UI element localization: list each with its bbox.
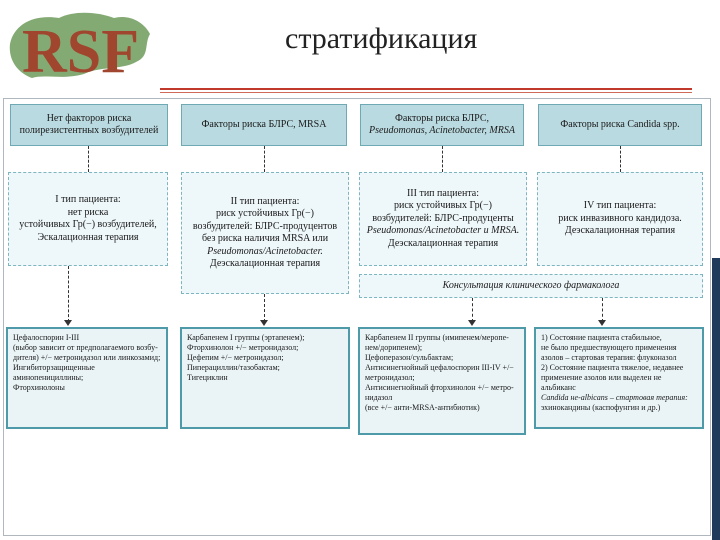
arrow-down-icon <box>468 320 476 326</box>
patient-type-1-line: Эскалационная терапия <box>37 231 139 243</box>
therapy-type-2-line: Цефепим +/− метронидазол; <box>187 353 284 362</box>
title-rule <box>160 88 692 90</box>
risk-none-line1: Нет факторов риска <box>46 112 132 124</box>
patient-type-1-box: I тип пациента: нет риска устойчивых Гр(… <box>8 172 168 266</box>
patient-type-4-line: IV тип пациента: <box>583 200 657 212</box>
patient-type-2-line: II тип пациента: <box>230 195 300 207</box>
rsf-logo: RSF <box>9 12 150 86</box>
therapy-type-3-line: метронидазол; <box>365 373 415 382</box>
therapy-type-3-line: Антисинегнойный цефалоспорин III-IV +/− <box>365 363 514 372</box>
patient-type-4-line: риск инвазивного кандидоза. <box>558 212 682 224</box>
logo-text: RSF <box>22 18 139 86</box>
therapy-type-1-line: Ингибиторзащищенные аминопенициллины; <box>13 363 95 382</box>
patient-type-3-line: Pseudomonas/Acinetobacter и MRSA. <box>366 225 520 237</box>
connector-line <box>472 298 473 322</box>
patient-type-2-line: без риска наличия MRSA или <box>201 233 329 244</box>
pharmacologist-consult-text: Консультация клинического фармаколога <box>442 279 620 291</box>
risk-esbl-pseudomonas-box: Факторы риска БЛРС, Pseudomonas, Acineto… <box>360 104 524 146</box>
patient-type-3-line: риск устойчивых Гр(−) <box>394 200 492 212</box>
therapy-type-1-line: дителя) +/− метронидазол или линкозамид; <box>13 353 161 362</box>
arrow-down-icon <box>260 320 268 326</box>
patient-type-1-line: устойчивых Гр(−) возбудителей, <box>19 219 157 230</box>
therapy-type-4-line: эхинокандины (каспофунгин и др.) <box>541 403 661 412</box>
patient-type-2-line: риск устойчивых Гр(−) <box>216 208 314 219</box>
therapy-type-4-line: применение азолов или выделен не альбика… <box>541 373 662 392</box>
therapy-type-3-line: Карбапенем II группы (имипенем/меропе- <box>365 333 509 342</box>
therapy-type-4-line: Candida не-albicans – стартовая терапия: <box>541 393 688 402</box>
therapy-type-3-line: Антисинегнойный фторхинолон +/− метро- <box>365 383 514 392</box>
risk-esbl-pseudomonas-line1: Факторы риска БЛРС, <box>394 112 490 124</box>
connector-line <box>88 146 89 172</box>
side-accent-bar <box>712 258 720 540</box>
therapy-type-3-line: Цефоперазон/сульбактам; <box>365 353 454 362</box>
therapy-type-2-line: Карбапенем I группы (эртапенем); <box>187 333 305 342</box>
therapy-type-2-line: Пиперациллин/тазобактам; <box>187 363 280 372</box>
therapy-type-3-box: Карбапенем II группы (имипенем/меропе- н… <box>358 327 526 435</box>
therapy-type-4-line: не было предшествующего применения <box>541 343 677 352</box>
therapy-type-1-box: Цефалоспорин I-III (выбор зависит от пре… <box>6 327 168 429</box>
therapy-type-4-line: 1) Состояние пациента стабильное, <box>541 333 662 342</box>
patient-type-2-line: Деэскалационная терапия <box>209 258 321 269</box>
connector-line <box>442 146 443 172</box>
russia-map-silhouette <box>9 12 150 79</box>
risk-esbl-mrsa-line1: Факторы риска БЛРС, MRSA <box>201 118 327 130</box>
connector-line <box>620 146 621 172</box>
connector-line <box>264 146 265 172</box>
therapy-type-1-line: Цефалоспорин I-III <box>13 333 80 342</box>
therapy-type-4-line: азолов – стартовая терапия: флуконазол <box>541 353 677 362</box>
arrow-down-icon <box>64 320 72 326</box>
patient-type-2-line: возбудителей: БЛРС-продуцентов <box>192 220 338 232</box>
patient-type-1-line: нет риска <box>67 206 109 218</box>
risk-esbl-pseudomonas-line2: Pseudomonas, Acinetobacter, MRSA <box>369 125 515 136</box>
page-title: стратификация <box>285 22 478 55</box>
pharmacologist-consult-box: Консультация клинического фармаколога <box>359 274 703 298</box>
therapy-type-4-line: 2) Состояние пациента тяжелое, недавнее <box>541 363 684 372</box>
therapy-type-3-line: (все +/− анти-MRSA-антибиотик) <box>365 403 480 412</box>
therapy-type-1-line: Фторхинолоны <box>13 383 65 392</box>
risk-esbl-mrsa-box: Факторы риска БЛРС, MRSA <box>181 104 347 146</box>
patient-type-4-line: Деэскалационная терапия <box>564 225 676 237</box>
connector-line <box>264 294 265 322</box>
patient-type-3-box: III тип пациента: риск устойчивых Гр(−) … <box>359 172 527 266</box>
patient-type-2-box: II тип пациента: риск устойчивых Гр(−) в… <box>181 172 349 294</box>
patient-type-3-line: III тип пациента: <box>406 187 480 199</box>
connector-line <box>602 298 603 322</box>
therapy-type-4-box: 1) Состояние пациента стабильное, не был… <box>534 327 704 429</box>
therapy-type-2-box: Карбапенем I группы (эртапенем); Фторхин… <box>180 327 350 429</box>
therapy-type-2-line: Фторхинолон +/− метронидазол; <box>187 343 299 352</box>
patient-type-3-line: Деэскалационная терапия <box>387 237 499 249</box>
patient-type-3-line: возбудителей: БЛРС-продуценты <box>372 212 514 224</box>
diagram-frame <box>3 98 711 536</box>
patient-type-1-line: I тип пациента: <box>55 194 121 205</box>
risk-candida-box: Факторы риска Candida spp. <box>538 104 702 146</box>
therapy-type-3-line: нидазол <box>365 393 393 402</box>
risk-none-line2: полирезистентных возбудителей <box>19 125 159 136</box>
patient-type-2-line: Pseudomonas/Acinetobacter. <box>207 245 323 257</box>
connector-line <box>68 266 69 322</box>
therapy-type-2-line: Тигециклин <box>187 373 228 382</box>
title-rule-thin <box>160 92 692 93</box>
arrow-down-icon <box>598 320 606 326</box>
patient-type-4-box: IV тип пациента: риск инвазивного кандид… <box>537 172 703 266</box>
risk-none-box: Нет факторов риска полирезистентных возб… <box>10 104 168 146</box>
risk-candida-line1: Факторы риска Candida spp. <box>560 118 680 130</box>
therapy-type-1-line: (выбор зависит от предполагаемого возбу- <box>13 343 158 352</box>
therapy-type-3-line: нем/дорипенем); <box>365 343 423 352</box>
